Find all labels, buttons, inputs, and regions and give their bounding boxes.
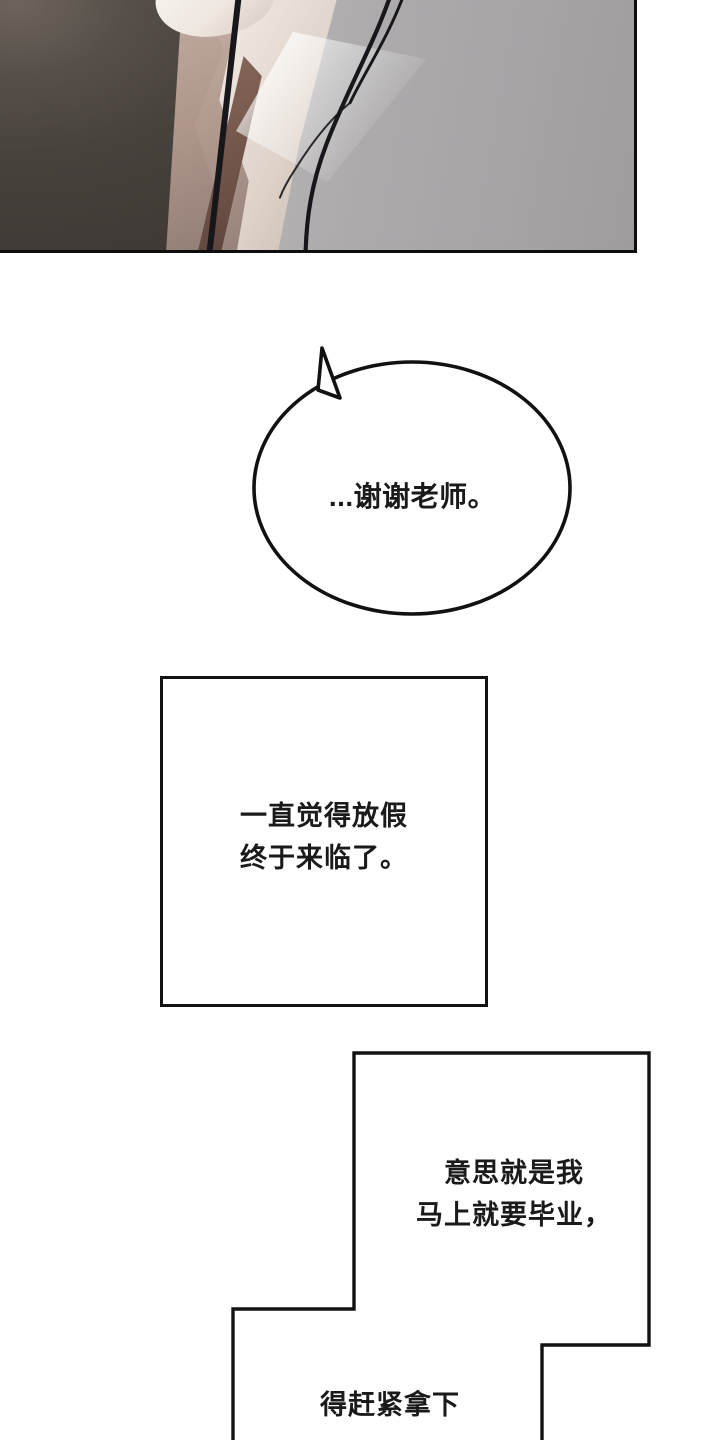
speech-bubble-outline [252,346,572,616]
caption-box-stepped-outline [231,1051,651,1440]
caption-box-rectangle-text: 一直觉得放假 终于来临了。 [240,800,408,873]
caption-box-stepped: 意思就是我 马上就要毕业， 得赶紧拿下 [228,1048,654,1440]
artwork-curved-strokes [278,0,404,250]
speech-bubble: ...谢谢老师。 [240,336,585,636]
caption-box-stepped-text-lower: 得赶紧拿下 [320,1390,460,1420]
caption-box-stepped-text-upper: 意思就是我 马上就要毕业， [416,1158,612,1230]
panel-artwork [0,0,637,253]
caption-box-rectangle: 一直觉得放假 终于来临了。 [160,676,488,1007]
speech-bubble-text: ...谢谢老师。 [328,480,497,512]
